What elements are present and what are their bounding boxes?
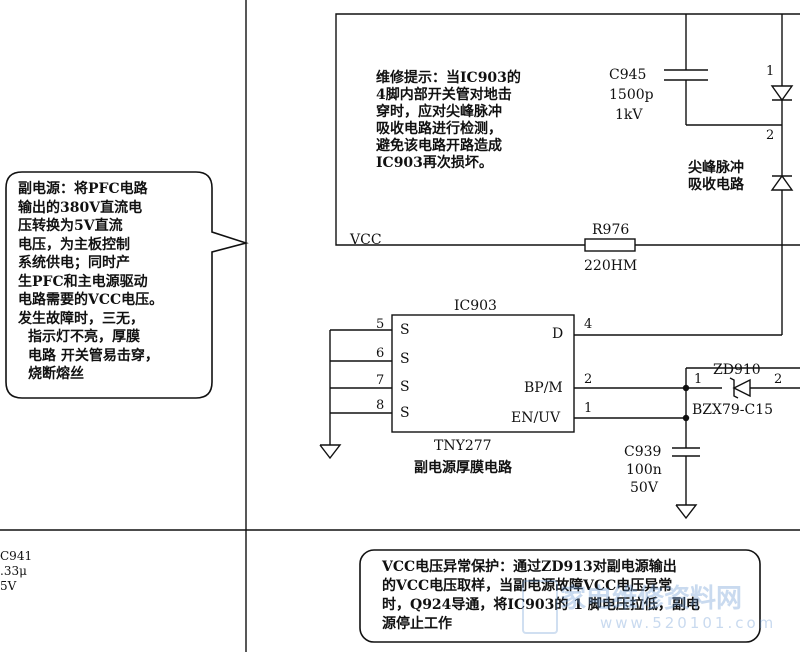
watermark-logo <box>522 580 558 634</box>
ic903-pin-number: 7 <box>376 373 385 388</box>
ic903-pin-name: S <box>400 322 410 338</box>
aux-power-line: 指示灯不亮，厚膜 <box>28 329 140 345</box>
vcc-label: VCC <box>350 232 382 248</box>
r976-value: 220HM <box>584 258 638 274</box>
r976-ref: R976 <box>592 222 630 238</box>
ic903-pin-number: 8 <box>376 398 385 413</box>
vcc-protect-note: VCC电压异常保护：通过ZD913对副电源输出 的VCC电压取样，当副电源故障V… <box>382 558 700 634</box>
r976-resistor <box>584 238 636 252</box>
repair-tip-line: 避免该电路开路造成 <box>376 138 502 154</box>
repair-tip-line: 维修提示：当IC903的 <box>376 70 521 86</box>
aux-power-line: 烧断熔丝 <box>28 366 84 382</box>
aux-power-line: 系统供电；同时产 <box>18 255 130 271</box>
ground-symbol-right <box>675 504 698 520</box>
watermark-title: 家电维修资料网 <box>560 584 743 614</box>
ic903-ref: IC903 <box>454 298 497 314</box>
junction-dot <box>682 414 690 422</box>
snubber-pin-2: 2 <box>766 128 775 143</box>
junction-dot <box>682 384 690 392</box>
zd910-part: BZX79-C15 <box>692 402 774 418</box>
ic903-pin-name: BP/M <box>524 380 563 396</box>
vcc-loop-wire <box>335 13 800 246</box>
watermark-url: www.520101.com <box>600 614 777 632</box>
c939-ref: C939 <box>624 444 662 460</box>
aux-power-note: 副电源：将PFC电路 输出的380V直流电 压转换为5V直流 电压，为主板控制 … <box>18 180 163 384</box>
c939-rating: 50V <box>630 480 658 496</box>
zd910-zener-bar <box>729 377 739 399</box>
zd910-diode <box>732 378 751 398</box>
snubber-diode-2 <box>770 174 794 191</box>
c939-value: 100n <box>626 462 662 478</box>
repair-tip-line: 4脚内部开关管对地击 <box>376 87 512 103</box>
ic903-pin-name: S <box>400 351 410 367</box>
ic903-body <box>391 314 575 433</box>
snubber-label-line: 尖峰脉冲 <box>688 160 744 176</box>
ic903-pin-number: 4 <box>584 317 593 332</box>
zd910-pin-1: 1 <box>694 372 703 387</box>
c941-line: .33μ <box>0 564 27 578</box>
ground-symbol-left <box>319 444 342 460</box>
snubber-label-line: 吸收电路 <box>688 177 744 193</box>
c945-rating: 1kV <box>615 107 643 123</box>
repair-tip-note: 维修提示：当IC903的 4脚内部开关管对地击 穿时，应对尖峰脉冲 吸收电路进行… <box>376 70 521 172</box>
ic903-caption: 副电源厚膜电路 <box>414 460 512 476</box>
ic903-pin-number: 6 <box>376 346 385 361</box>
repair-tip-line: IC903再次损坏。 <box>376 155 493 171</box>
zd910-ref: ZD910 <box>713 362 761 378</box>
ic903-pin-number: 5 <box>376 317 385 332</box>
c941-line: C941 <box>0 549 33 563</box>
ic903-pin-number: 1 <box>584 401 593 416</box>
aux-power-line: 发生故障时，三无， <box>18 310 144 327</box>
aux-power-callout <box>5 171 249 399</box>
ic903-pin-name: EN/UV <box>511 410 561 426</box>
ic903-pin-name: D <box>552 326 564 342</box>
aux-power-line: 电压，为主板控制 <box>18 236 130 253</box>
vcc-protect-line: 时，Q924导通，将IC903的 1 脚电压拉低，副电 <box>382 597 700 613</box>
vcc-protect-line: 源停止工作 <box>382 616 452 632</box>
aux-power-line: 电路 开关管易击穿， <box>28 347 159 364</box>
ic903-pin-number: 2 <box>584 372 593 387</box>
c941-partial-label: C941 .33μ 5V <box>0 549 32 594</box>
snubber-diode-1 <box>770 85 794 102</box>
c945-value: 1500p <box>609 87 654 103</box>
vcc-protect-callout <box>359 549 761 643</box>
aux-power-line: 压转换为5V直流 <box>18 218 123 234</box>
aux-power-line: 生PFC和主电源驱动 <box>18 273 148 290</box>
aux-power-line: 输出的380V直流电 <box>18 199 143 216</box>
aux-power-line: 电路需要的VCC电压。 <box>18 292 164 308</box>
aux-power-line: 副电源：将PFC电路 <box>18 181 148 197</box>
repair-tip-line: 穿时，应对尖峰脉冲 <box>376 104 502 120</box>
ic903-pin-name: S <box>400 405 410 421</box>
c941-line: 5V <box>0 579 17 593</box>
c945-ref: C945 <box>609 67 647 83</box>
snubber-label: 尖峰脉冲 吸收电路 <box>688 160 744 194</box>
zd910-pin-2: 2 <box>774 372 783 387</box>
ic903-pin-name: S <box>400 379 410 395</box>
vcc-protect-line: 的VCC电压取样，当副电源故障VCC电压异常 <box>382 578 673 594</box>
snubber-pin-1: 1 <box>766 64 775 79</box>
repair-tip-line: 吸收电路进行检测， <box>376 121 502 137</box>
vcc-protect-line: VCC电压异常保护：通过ZD913对副电源输出 <box>382 559 677 575</box>
ic903-part: TNY277 <box>434 438 492 454</box>
